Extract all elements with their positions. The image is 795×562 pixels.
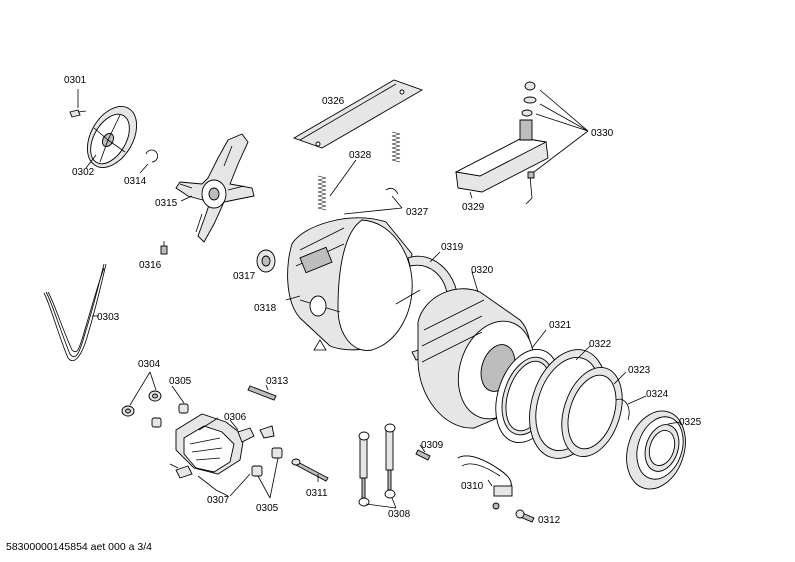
part-0302-pulley (85, 106, 138, 169)
label-0329: 0329 (462, 202, 485, 213)
label-0304: 0304 (138, 359, 161, 370)
part-0329-counterweight (454, 119, 549, 199)
part-0318-tub-rear (285, 217, 413, 351)
label-0311: 0311 (306, 488, 328, 499)
label-0309: 0309 (421, 440, 444, 451)
part-0315-drum-cross (175, 133, 255, 243)
part-0317-bearing (256, 249, 276, 273)
part-0304-bushings (121, 371, 162, 417)
part-0323-ring (561, 366, 627, 458)
label-0317: 0317 (233, 271, 256, 282)
label-0322: 0322 (589, 339, 612, 350)
part-0313-rod (247, 384, 277, 401)
part-0326-brace (292, 79, 424, 149)
label-0302: 0302 (72, 167, 95, 178)
label-0316: 0316 (139, 260, 162, 271)
label-0321: 0321 (549, 320, 572, 331)
label-0314: 0314 (124, 176, 147, 187)
part-0306-motor (169, 413, 275, 479)
part-0316-screw (160, 241, 168, 255)
label-0315: 0315 (155, 198, 178, 209)
label-0305-upper: 0305 (169, 376, 192, 387)
label-0303: 0303 (97, 312, 120, 323)
part-0309-screw (415, 444, 431, 461)
label-0313: 0313 (266, 376, 289, 387)
label-0306: 0306 (224, 412, 247, 423)
label-0310: 0310 (461, 481, 484, 492)
part-0303-belt (43, 263, 107, 362)
part-0314-clip (139, 149, 158, 174)
part-0308-shock-absorbers (358, 423, 397, 509)
label-0330: 0330 (591, 128, 614, 139)
part-0301-screw (69, 89, 87, 118)
part-0328-springs (317, 131, 401, 211)
part-labels: 0301 0302 0303 0304 0305 0306 0307 0308 … (64, 75, 702, 526)
document-footer-id: 58300000145854 aet 000 a 3/4 (6, 541, 152, 553)
part-0330-fixings (521, 81, 589, 205)
part-0311-bolt (291, 458, 329, 482)
label-0319: 0319 (441, 242, 464, 253)
label-0318: 0318 (254, 303, 277, 314)
part-0307-connectors (197, 473, 251, 497)
label-0326: 0326 (322, 96, 345, 107)
part-0324-clamp (615, 395, 647, 421)
part-0305-bushings-lower (251, 447, 283, 499)
label-0308: 0308 (388, 509, 411, 520)
label-0312: 0312 (538, 515, 561, 526)
label-0305-lower: 0305 (256, 503, 279, 514)
label-0328: 0328 (349, 150, 372, 161)
label-0323: 0323 (628, 365, 651, 376)
label-0325: 0325 (679, 417, 702, 428)
label-0327: 0327 (406, 207, 429, 218)
part-0310-heater (457, 455, 513, 510)
label-0307: 0307 (207, 495, 230, 506)
part-0305-bushings-upper (151, 385, 189, 428)
label-0320: 0320 (471, 265, 494, 276)
part-0312-sensor (515, 509, 535, 523)
label-0301: 0301 (64, 75, 87, 86)
part-0325-door-seal (626, 410, 686, 490)
label-0324: 0324 (646, 389, 669, 400)
